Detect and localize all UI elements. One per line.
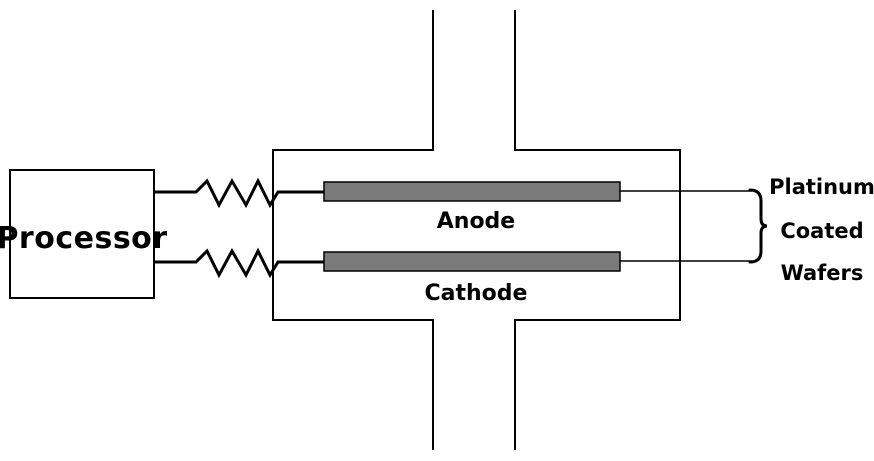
anode-label: Anode: [437, 209, 515, 234]
cathode-resistor-wire: [154, 247, 325, 279]
cathode-electrode: [323, 251, 621, 272]
cathode-label: Cathode: [425, 281, 528, 306]
wafers-label-line-1: Platinum: [769, 175, 874, 199]
wafers-brace: [748, 188, 768, 264]
chamber-outline: [272, 10, 681, 450]
processor-box: [9, 169, 155, 299]
wafers-label-line-2: Coated: [780, 219, 863, 243]
anode-resistor-wire: [154, 177, 325, 209]
wafers-label-line-3: Wafers: [781, 261, 864, 285]
processor-label: Processor: [0, 221, 168, 256]
anode-electrode: [323, 181, 621, 202]
